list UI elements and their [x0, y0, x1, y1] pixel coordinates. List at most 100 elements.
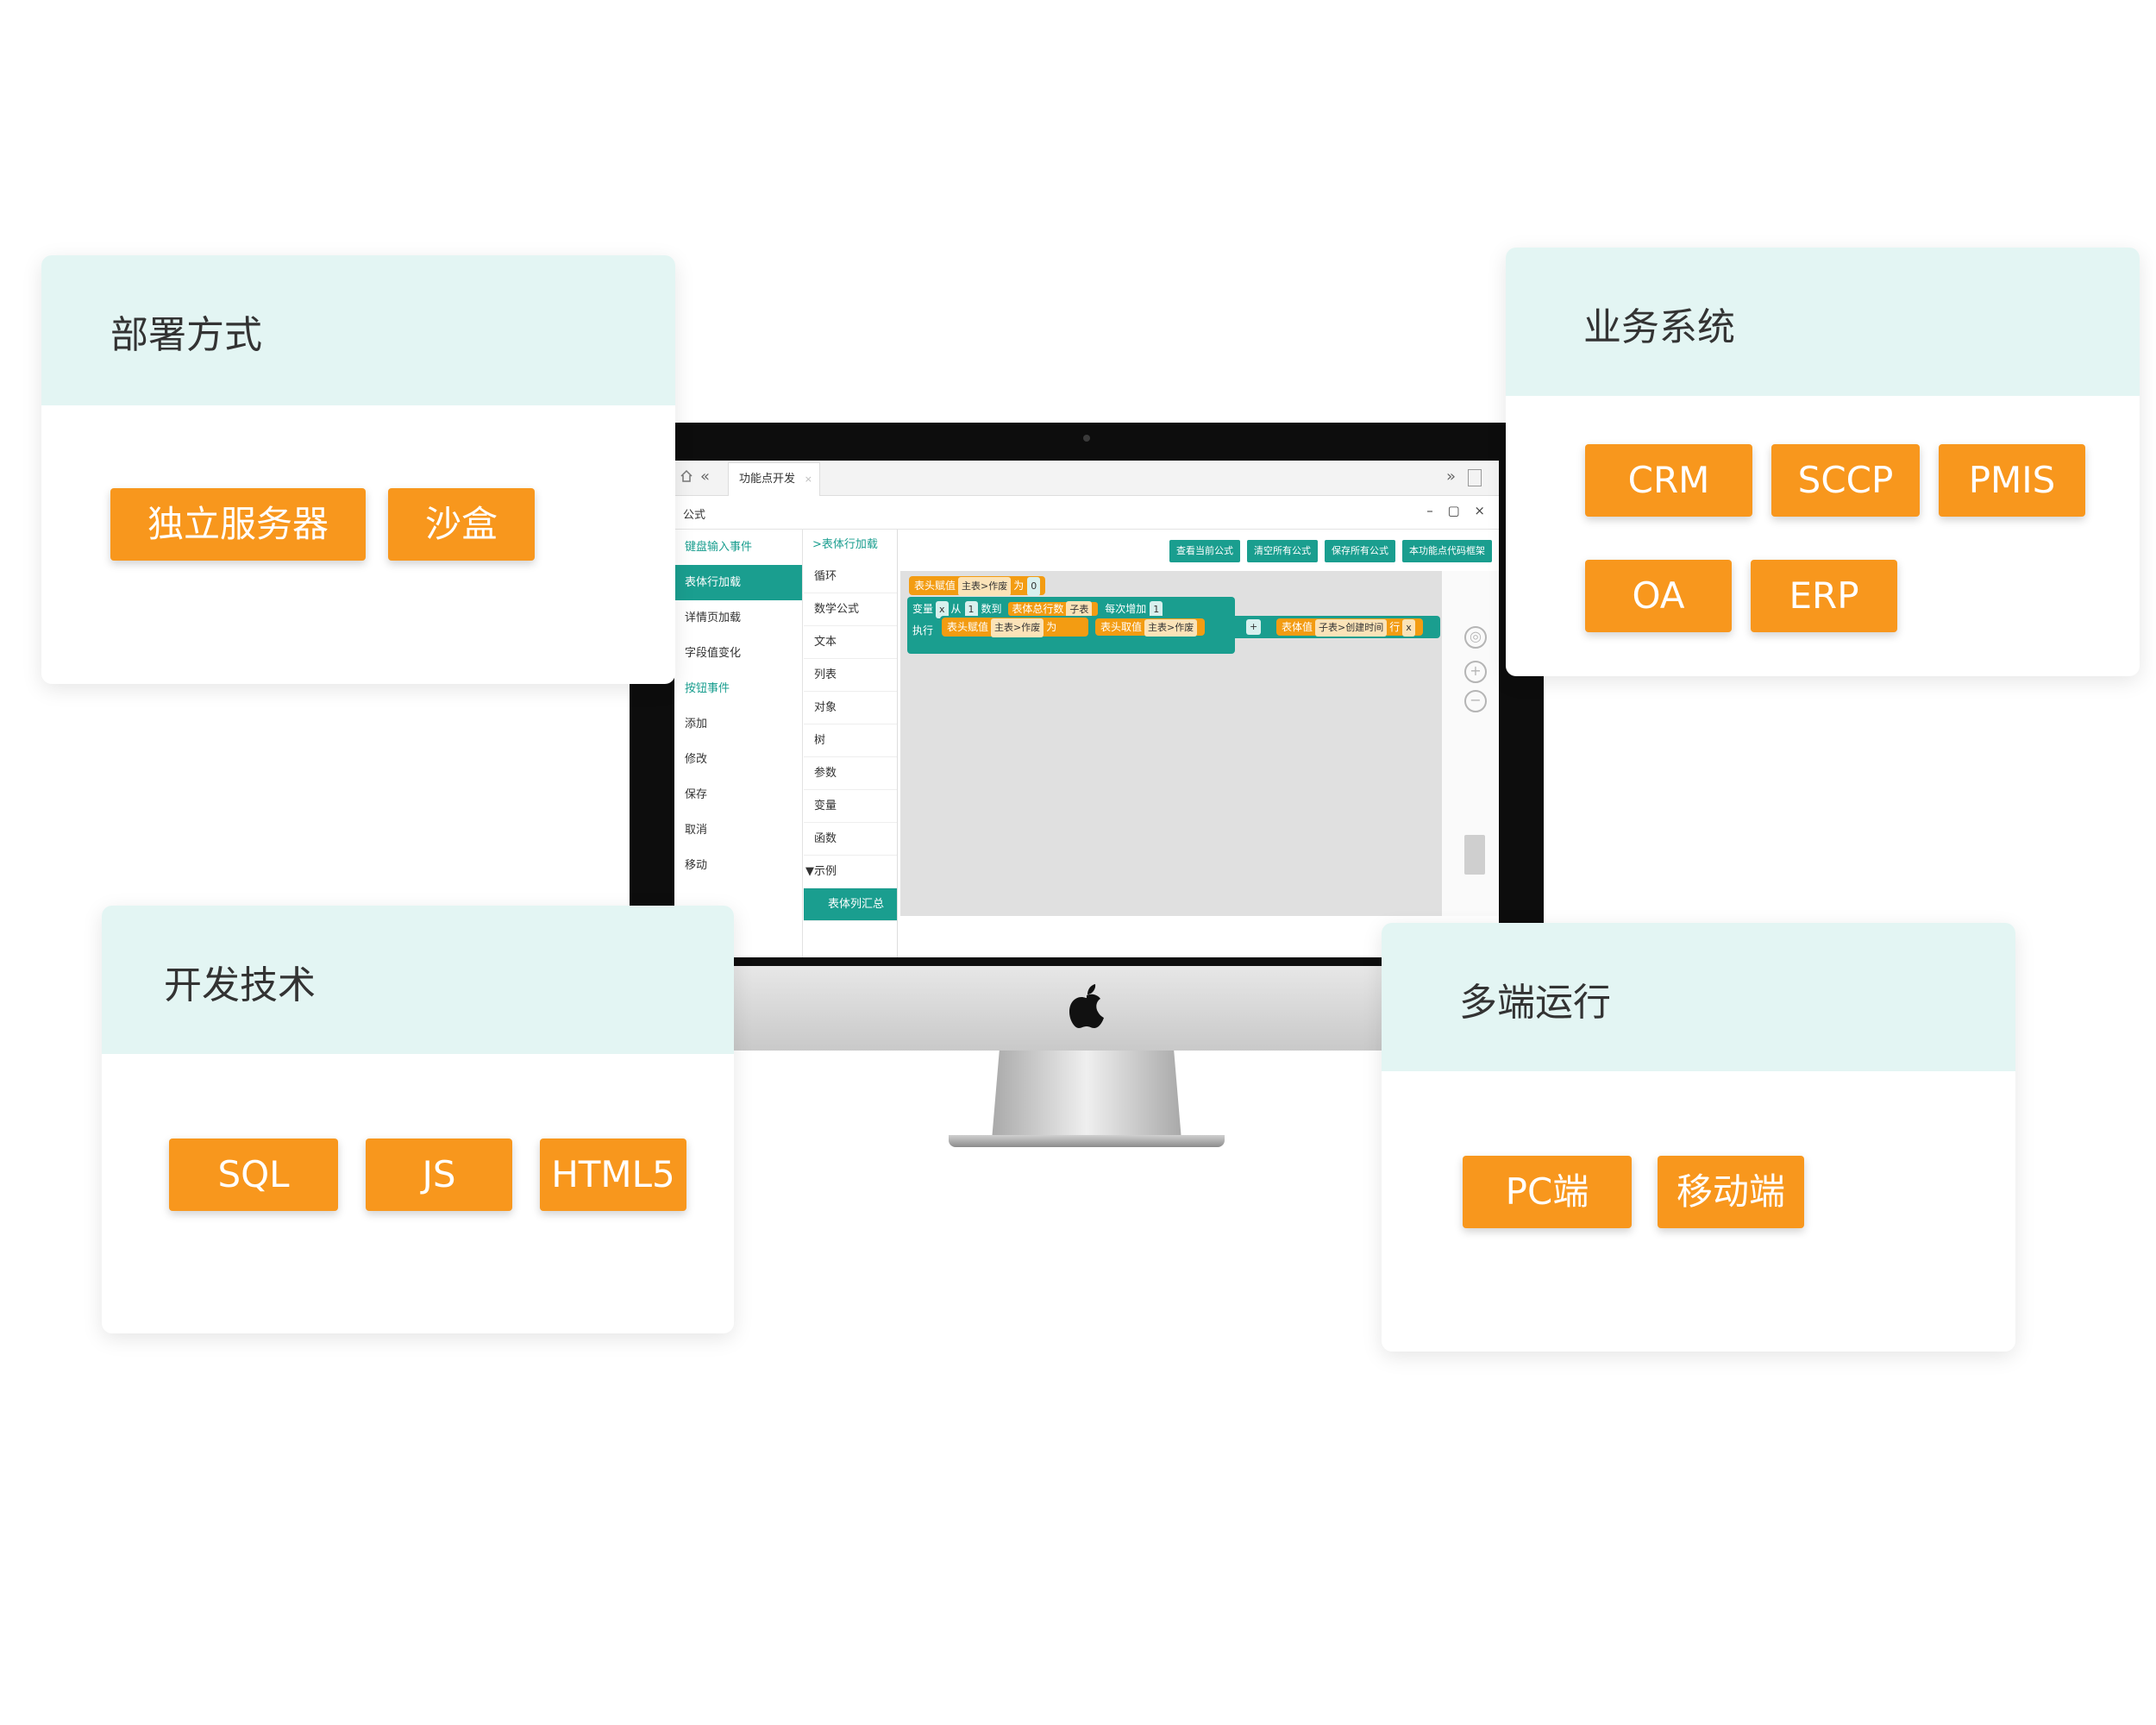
loop-from-slot[interactable]: 1 — [964, 601, 978, 618]
category-math[interactable]: 数学公式 — [804, 593, 897, 626]
tab-bar: « 功能点开发 × » — [674, 461, 1499, 496]
card-header — [102, 906, 734, 1054]
panel-title: 公式 — [683, 509, 706, 522]
field-slot[interactable]: 主表>作废 — [1144, 619, 1198, 637]
camera-dot — [1083, 435, 1090, 442]
tag-oa[interactable]: OA — [1585, 560, 1732, 632]
clear-formula-button[interactable]: 清空所有公式 — [1247, 540, 1318, 562]
tag-crm[interactable]: CRM — [1585, 444, 1752, 517]
table-slot[interactable]: 子表 — [1066, 601, 1093, 618]
category-function[interactable]: 函数 — [804, 823, 897, 856]
tag-sql[interactable]: SQL — [169, 1138, 338, 1211]
nav-item-keyboard[interactable]: 键盘输入事件 — [685, 541, 753, 554]
home-icon[interactable] — [680, 469, 693, 483]
field-slot[interactable]: 主表>作废 — [991, 618, 1044, 637]
tag-standalone-server[interactable]: 独立服务器 — [110, 488, 366, 561]
save-formula-button[interactable]: 保存所有公式 — [1325, 540, 1395, 562]
row-count-block[interactable]: 表体总行数子表 — [1008, 601, 1099, 618]
card-header — [1382, 923, 2015, 1071]
card-header — [1506, 248, 2140, 396]
block-as: 为 — [1013, 580, 1025, 592]
loop-var-slot[interactable]: x — [936, 601, 949, 618]
row-label: 行 — [1389, 621, 1401, 633]
category-tree[interactable]: 树 — [804, 724, 897, 757]
nav-item-field-change[interactable]: 字段值变化 — [685, 647, 742, 660]
category-variable[interactable]: 变量 — [804, 790, 897, 823]
card-title: 业务系统 — [1583, 305, 1735, 349]
page-icon[interactable] — [1468, 469, 1482, 486]
window-controls[interactable]: – ▢ × — [1426, 503, 1490, 518]
monitor-mockup: « 功能点开发 × » 公式 – ▢ × 键盘输入事件 表体行加载 详情页加载 … — [630, 423, 1544, 1156]
loop-to-label: 数到 — [981, 603, 1002, 615]
monitor-screen: « 功能点开发 × » 公式 – ▢ × 键盘输入事件 表体行加载 详情页加载 … — [674, 461, 1499, 957]
apple-logo-icon — [1069, 984, 1104, 1028]
card-deployment: 部署方式 独立服务器 沙盒 — [41, 255, 675, 684]
block-label: 表体值 — [1282, 621, 1313, 633]
monitor-bezel: « 功能点开发 × » 公式 – ▢ × 键盘输入事件 表体行加载 详情页加载 … — [630, 423, 1544, 966]
tab-label: 功能点开发 — [739, 473, 796, 486]
category-loop[interactable]: 循环 — [804, 561, 897, 593]
nav-item-move[interactable]: 移动 — [685, 859, 708, 872]
card-dev-tech: 开发技术 SQL JS HTML5 — [102, 906, 734, 1333]
loop-step-slot[interactable]: 1 — [1150, 601, 1163, 618]
field-slot[interactable]: 主表>作废 — [958, 577, 1012, 596]
category-object[interactable]: 对象 — [804, 692, 897, 724]
operator-slot[interactable]: + — [1246, 619, 1262, 635]
zoom-out-icon[interactable]: − — [1464, 690, 1487, 712]
assign-header-inner[interactable]: 表头赋值主表>作废为 — [942, 618, 1088, 637]
nav-item-row-load[interactable]: 表体行加载 — [674, 565, 802, 600]
zoom-in-icon[interactable]: + — [1464, 661, 1487, 683]
monitor-foot — [949, 1135, 1225, 1147]
loop-from-label: 从 — [950, 603, 962, 615]
tag-erp[interactable]: ERP — [1751, 560, 1897, 632]
category-examples[interactable]: ▼示例 — [804, 856, 897, 888]
center-icon[interactable]: ◎ — [1464, 626, 1487, 649]
row-count-label: 表体总行数 — [1012, 603, 1064, 615]
card-title: 多端运行 — [1459, 981, 1611, 1025]
row-var-slot[interactable]: x — [1402, 619, 1415, 637]
panel-header: 公式 – ▢ × — [674, 496, 1499, 530]
nav-item-detail-load[interactable]: 详情页加载 — [685, 612, 742, 624]
tag-pmis[interactable]: PMIS — [1939, 444, 2085, 517]
tag-mobile[interactable]: 移动端 — [1658, 1156, 1804, 1228]
tab-feature-dev[interactable]: 功能点开发 × — [728, 462, 821, 496]
card-multi-platform: 多端运行 PC端 移动端 — [1382, 923, 2015, 1352]
nav-item-cancel[interactable]: 取消 — [685, 824, 708, 837]
tag-js[interactable]: JS — [366, 1138, 512, 1211]
block-label: 表头赋值 — [947, 621, 989, 633]
tag-pc[interactable]: PC端 — [1463, 1156, 1632, 1228]
field-slot[interactable]: 子表>创建时间 — [1315, 619, 1388, 637]
tag-html5[interactable]: HTML5 — [540, 1138, 686, 1211]
view-formula-button[interactable]: 查看当前公式 — [1169, 540, 1240, 562]
nav-item-edit[interactable]: 修改 — [685, 753, 708, 766]
tag-sandbox[interactable]: 沙盒 — [388, 488, 535, 561]
nav-item-button-events[interactable]: 按钮事件 — [685, 682, 730, 695]
block-category-list: >表体行加载 循环 数学公式 文本 列表 对象 树 参数 变量 函数 ▼示例 表… — [804, 530, 898, 957]
nav-item-add[interactable]: 添加 — [685, 718, 708, 731]
loop-var-label: 变量 — [912, 603, 934, 615]
collapse-left-icon[interactable]: « — [700, 467, 711, 486]
trash-icon[interactable] — [1464, 835, 1485, 875]
category-text[interactable]: 文本 — [804, 626, 897, 659]
tag-sccp[interactable]: SCCP — [1771, 444, 1920, 517]
category-list[interactable]: 列表 — [804, 659, 897, 692]
formula-toolbar: 查看当前公式 清空所有公式 保存所有公式 本功能点代码框架 — [1169, 540, 1492, 562]
get-header-block[interactable]: 表头取值主表>作废 — [1095, 618, 1206, 637]
close-icon[interactable]: × — [804, 474, 813, 485]
code-frame-button[interactable]: 本功能点代码框架 — [1402, 540, 1492, 562]
category-header: >表体行加载 — [812, 538, 878, 551]
block-label: 表头赋值 — [914, 580, 956, 592]
value-slot[interactable]: 0 — [1027, 577, 1041, 596]
category-column-sum[interactable]: 表体列汇总 — [804, 888, 897, 921]
category-param[interactable]: 参数 — [804, 757, 897, 790]
card-business-system: 业务系统 CRM SCCP PMIS OA ERP — [1506, 248, 2140, 676]
expand-right-icon[interactable]: » — [1445, 467, 1456, 486]
nav-item-save[interactable]: 保存 — [685, 788, 708, 801]
event-nav: 键盘输入事件 表体行加载 详情页加载 字段值变化 按钮事件 添加 修改 保存 取… — [674, 530, 803, 957]
card-title: 开发技术 — [164, 963, 316, 1007]
exec-label: 执行 — [912, 624, 934, 637]
